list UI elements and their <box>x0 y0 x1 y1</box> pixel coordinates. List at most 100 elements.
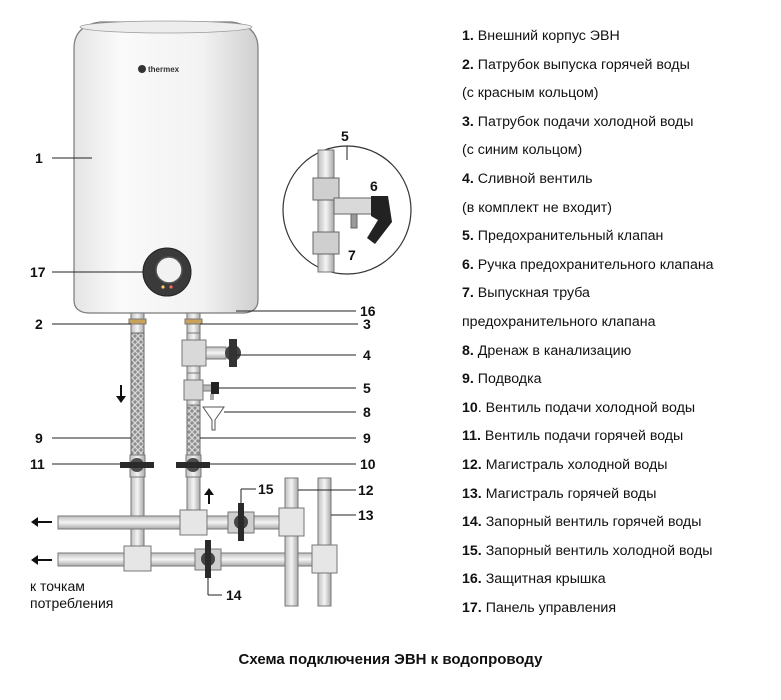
legend-num: 4. <box>462 170 474 187</box>
legend-num: 3. <box>462 113 474 130</box>
legend-item-15: 15. Запорный вентиль холодной воды <box>462 537 772 566</box>
cold-horizontal-main <box>57 515 291 530</box>
callout-9-left: 9 <box>35 430 43 446</box>
hot-main-tee <box>311 544 338 574</box>
legend-text: (с красным кольцом) <box>462 85 599 102</box>
cold-supply-valve <box>176 454 210 478</box>
cold-main-tee <box>278 507 305 537</box>
drain-funnel <box>202 406 225 431</box>
brand-logo: thermex <box>138 65 180 74</box>
legend-text: Запорный вентиль холодной воды <box>485 542 713 559</box>
legend-item-6: 6. Ручка предохранительного клапана <box>462 251 772 280</box>
callout-8: 8 <box>363 404 371 420</box>
legend-item-7: 7. Выпускная труба <box>462 279 772 308</box>
legend-text: Предохранительный клапан <box>477 228 664 245</box>
callout-5: 5 <box>363 380 371 396</box>
legend-text: (с синим кольцом) <box>462 142 583 159</box>
legend-text: Вентиль подачи горячей воды <box>484 428 684 445</box>
callout-9-right: 9 <box>363 430 371 446</box>
cold-water-main <box>284 477 299 607</box>
legend-text: Внешний корпус ЭВН <box>477 28 620 44</box>
callout-1: 1 <box>35 150 43 166</box>
legend-item-10: 10. Вентиль подачи холодной воды <box>462 394 772 423</box>
legend-item-2-cont: (с красным кольцом) <box>462 79 772 108</box>
hot-water-outlet-nozzle <box>128 312 147 334</box>
leader-lines <box>52 146 358 596</box>
legend-item-12: 12. Магистраль холодной воды <box>462 451 772 480</box>
legend-item-3-cont: (с синим кольцом) <box>462 136 772 165</box>
legend-num: 6. <box>462 256 474 273</box>
down-arrow-icon <box>116 385 126 403</box>
legend-text: Дренаж в канализацию <box>477 342 632 359</box>
legend-item-9: 9. Подводка <box>462 365 772 394</box>
callout-3: 3 <box>363 316 371 332</box>
callout-5-inset: 5 <box>341 128 349 144</box>
legend-item-16: 16. Защитная крышка <box>462 565 772 594</box>
legend-text: Ручка предохранительного клапана <box>477 256 714 273</box>
legend-item-7-cont: предохранительного клапана <box>462 308 772 337</box>
callout-12: 12 <box>358 482 374 498</box>
legend-text: Запорный вентиль горячей воды <box>485 514 702 531</box>
control-panel <box>142 247 192 297</box>
up-arrow-icon <box>204 488 214 504</box>
brand-logo-text: thermex <box>148 65 180 74</box>
legend-item-5: 5. Предохранительный клапан <box>462 222 772 251</box>
cold-tee <box>179 509 208 536</box>
hot-shutoff-valve <box>194 540 222 578</box>
legend-num: 12. <box>462 456 482 473</box>
cold-riser-pipe <box>186 476 201 512</box>
left-arrow-icon <box>31 517 52 527</box>
callout-13: 13 <box>358 507 374 523</box>
legend-item-17: 17. Панель управления <box>462 594 772 623</box>
callout-6: 6 <box>370 178 378 194</box>
callout-11: 11 <box>30 456 45 472</box>
hot-water-main <box>317 477 332 607</box>
consumer-points-line-1: к точкам <box>30 578 85 594</box>
legend-text: предохранительного клапана <box>462 313 656 330</box>
legend-item-8: 8. Дренаж в канализацию <box>462 337 772 366</box>
legend-text: (в комплект не входит) <box>462 199 613 216</box>
legend-text: Панель управления <box>485 599 617 616</box>
legend-text: . Вентиль подачи холодной воды <box>477 399 696 416</box>
legend-item-13: 13. Магистраль горячей воды <box>462 480 772 509</box>
cold-flex-hose <box>186 404 201 456</box>
legend-num: 5. <box>462 228 474 245</box>
hot-supply-valve <box>120 454 154 478</box>
callout-14: 14 <box>226 587 242 603</box>
legend-text: Защитная крышка <box>485 571 606 588</box>
legend-num: 11. <box>462 428 481 445</box>
drain-valve-tee <box>181 332 241 374</box>
hot-riser-pipe <box>130 476 145 550</box>
cold-shutoff-valve <box>227 503 255 541</box>
legend-item-2: 2. Патрубок выпуска горячей воды <box>462 51 772 80</box>
legend-text: Магистраль холодной воды <box>485 456 668 473</box>
legend-text: Магистраль горячей воды <box>485 485 657 502</box>
hot-tee <box>123 545 152 572</box>
legend-item-11: 11. Вентиль подачи горячей воды <box>462 422 772 451</box>
connection-diagram: thermex <box>30 20 412 607</box>
callout-2: 2 <box>35 316 43 332</box>
callout-15: 15 <box>258 481 274 497</box>
legend-text: Подводка <box>477 371 542 388</box>
legend-num: 16. <box>462 571 482 588</box>
legend-item-14: 14. Запорный вентиль горячей воды <box>462 508 772 537</box>
callout-7: 7 <box>348 247 356 263</box>
legend-num: 9. <box>462 371 474 388</box>
legend-num: 14. <box>462 514 482 531</box>
legend-item-1: 1. Внешний корпус ЭВН <box>462 22 772 51</box>
legend-item-3: 3. Патрубок подачи холодной воды <box>462 108 772 137</box>
legend-num: 1. <box>462 28 474 44</box>
legend-text: Патрубок выпуска горячей воды <box>477 56 690 73</box>
hot-flex-hose <box>130 332 145 456</box>
legend-item-4-cont: (в комплект не входит) <box>462 194 772 223</box>
legend-num: 13. <box>462 485 482 502</box>
callout-4: 4 <box>363 347 371 363</box>
legend-text: Патрубок подачи холодной воды <box>477 113 694 130</box>
legend-num: 7. <box>462 285 474 302</box>
legend-num: 15. <box>462 542 482 559</box>
legend: 1. Внешний корпус ЭВН 2. Патрубок выпуск… <box>462 22 772 622</box>
cold-water-inlet-nozzle <box>184 312 203 334</box>
safety-valve-detail-inset <box>282 145 412 275</box>
safety-valve <box>183 372 219 406</box>
legend-num: 17. <box>462 599 482 616</box>
